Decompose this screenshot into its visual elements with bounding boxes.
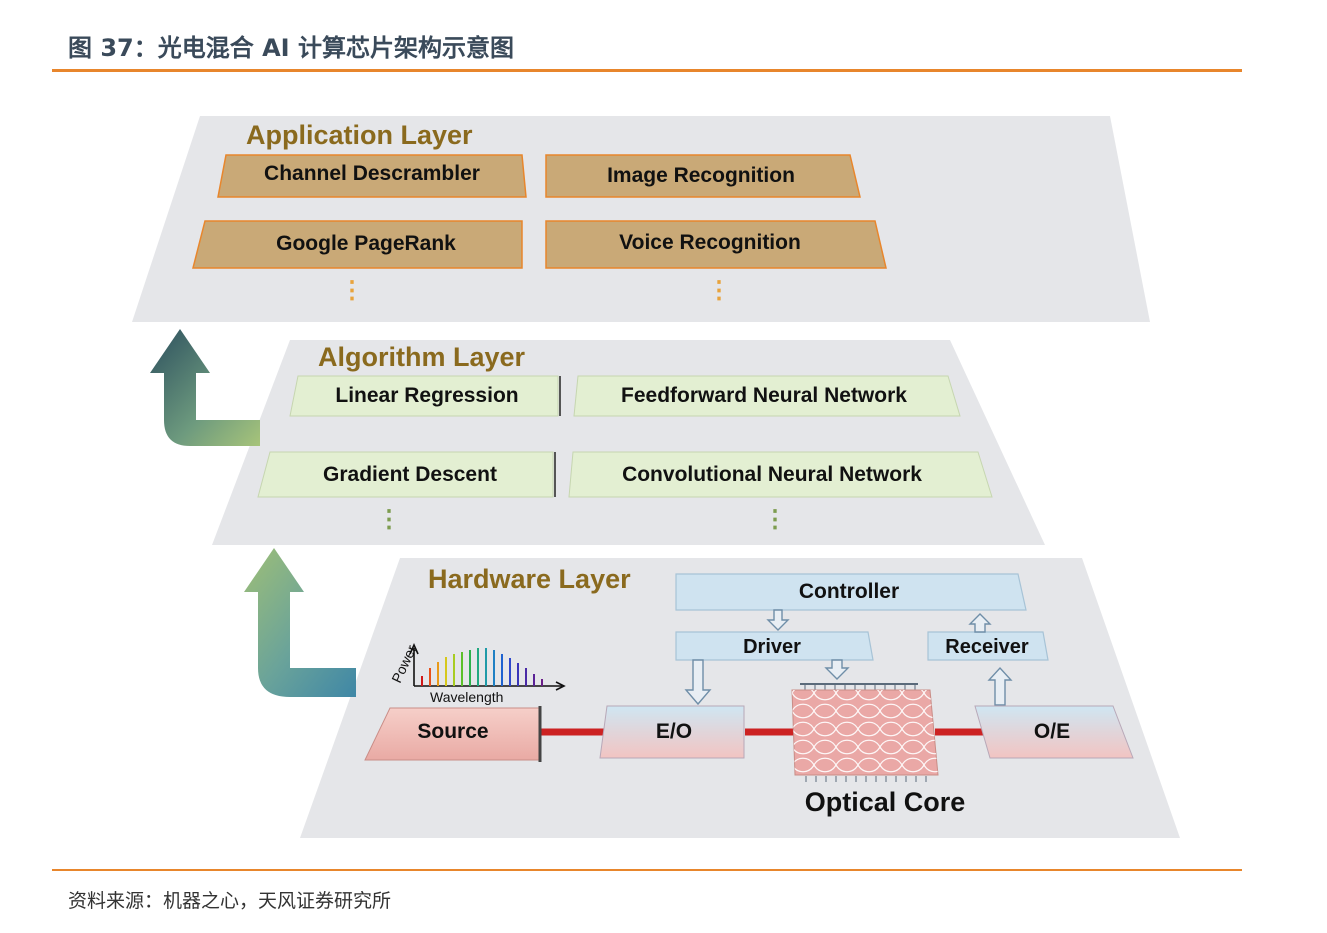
algo-box-feedforward: Feedforward Neural Network (573, 375, 961, 417)
algo-box-gradient-descent: Gradient Descent (257, 451, 556, 498)
app-box-voice-recognition: Voice Recognition (545, 220, 887, 269)
hardware-layer: Hardware Layer Controller Driver Receive… (300, 558, 1180, 838)
source-box: Source (364, 706, 542, 762)
algo-ellipsis-right: ⋮ (763, 506, 787, 533)
app-label-voice-recognition: Voice Recognition (619, 231, 801, 254)
eo-label: E/O (656, 720, 692, 743)
app-ellipsis-left: ⋮ (340, 277, 364, 304)
algo-box-convolutional: Convolutional Neural Network (568, 451, 993, 498)
spectrum-lines (421, 648, 543, 686)
oe-label: O/E (1034, 720, 1070, 743)
top-rule (52, 69, 1242, 72)
app-box-google-pagerank: Google PageRank (192, 220, 523, 269)
spectrum-xlabel: Wavelength (430, 689, 503, 705)
driver-label: Driver (743, 636, 801, 658)
bottom-rule (52, 869, 1242, 871)
controller-to-driver-arrow (766, 609, 790, 631)
optical-core-label: Optical Core (805, 787, 966, 817)
algorithm-layer-title: Algorithm Layer (318, 342, 526, 372)
receiver-to-controller-arrow (968, 613, 992, 633)
algorithm-layer: Algorithm Layer Linear Regression Feedfo… (212, 340, 1045, 545)
app-box-image-recognition: Image Recognition (545, 154, 861, 198)
application-layer-title: Application Layer (246, 120, 473, 150)
app-label-image-recognition: Image Recognition (607, 164, 795, 187)
core-mesh (792, 690, 938, 775)
signal-arrows (684, 609, 1013, 706)
app-label-channel-descrambler: Channel Descrambler (264, 162, 480, 185)
algo-label-feedforward: Feedforward Neural Network (621, 384, 907, 407)
controller-box: Controller (675, 573, 1027, 611)
upward-arrow-algorithm-to-application (150, 329, 260, 446)
algo-label-gradient-descent: Gradient Descent (323, 463, 497, 486)
app-box-channel-descrambler: Channel Descrambler (217, 154, 527, 198)
eo-box: E/O (599, 705, 745, 759)
algo-ellipsis-left: ⋮ (377, 506, 401, 533)
oe-to-receiver-arrow (987, 666, 1013, 706)
algo-box-linear-regression: Linear Regression (289, 375, 561, 417)
source-label: Source (417, 720, 488, 743)
oe-box: O/E (974, 705, 1134, 759)
figure-source: 资料来源：机器之心，天风证券研究所 (68, 890, 392, 912)
algo-label-linear-regression: Linear Regression (335, 384, 518, 407)
app-label-google-pagerank: Google PageRank (276, 232, 456, 255)
hardware-layer-title: Hardware Layer (428, 564, 631, 594)
optical-core: Optical Core (791, 683, 966, 817)
hardware-plane (300, 558, 1180, 838)
driver-to-eo-arrow (684, 659, 712, 706)
app-ellipsis-right: ⋮ (707, 277, 731, 304)
upward-arrow-hardware-to-algorithm (244, 548, 356, 697)
driver-to-core-arrow (824, 659, 850, 680)
controller-label: Controller (799, 580, 899, 603)
receiver-label: Receiver (945, 636, 1029, 658)
core-electrode-bottom (805, 776, 927, 782)
receiver-box: Receiver (927, 631, 1049, 661)
figure-title: 图 37：光电混合 AI 计算芯片架构示意图 (68, 34, 514, 62)
application-layer: Application Layer Channel Descrambler Im… (132, 116, 1150, 322)
driver-box: Driver (675, 631, 874, 661)
algo-label-convolutional: Convolutional Neural Network (622, 463, 922, 486)
